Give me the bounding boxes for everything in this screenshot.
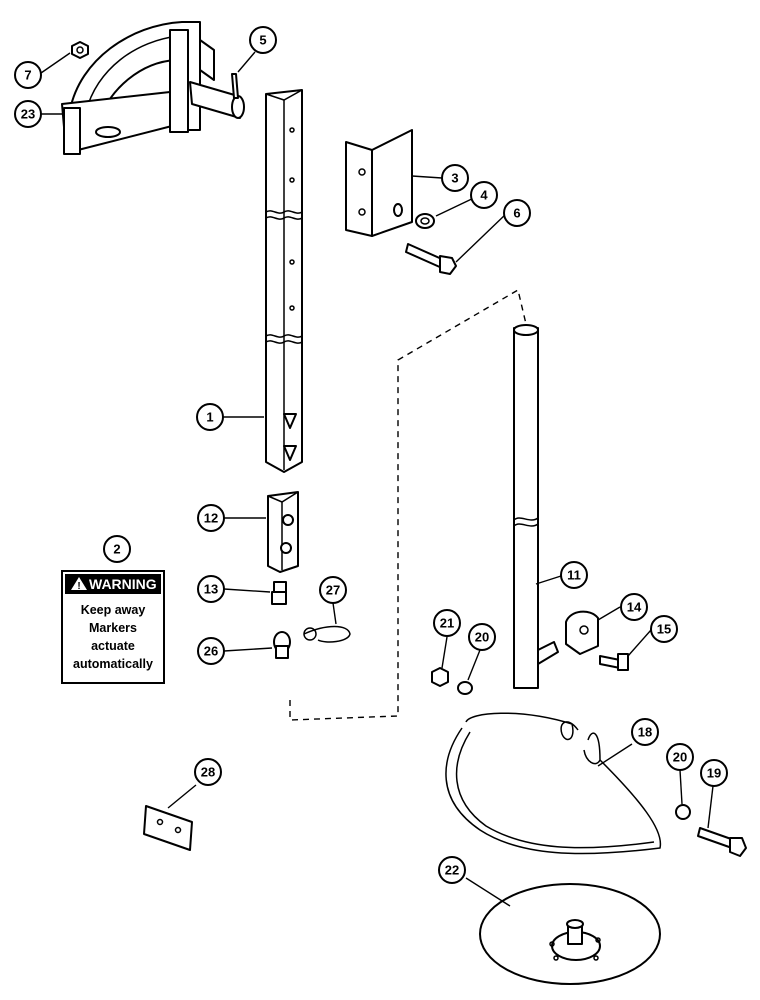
svg-text:4: 4 bbox=[480, 188, 488, 203]
warning-line-1: Keep away bbox=[81, 603, 146, 617]
callout-4: 4 bbox=[470, 181, 498, 209]
cotter-pin-5-part bbox=[231, 73, 239, 99]
callout-26: 26 bbox=[197, 637, 225, 665]
svg-text:20: 20 bbox=[673, 750, 687, 765]
warning-decal: ! WARNING Keep away Markers actuate auto… bbox=[61, 570, 165, 684]
callout-13: 13 bbox=[197, 575, 225, 603]
svg-text:14: 14 bbox=[627, 600, 642, 615]
svg-text:21: 21 bbox=[440, 616, 454, 631]
leader-lines bbox=[40, 51, 714, 907]
svg-text:3: 3 bbox=[451, 171, 458, 186]
rod-part bbox=[513, 324, 559, 689]
callout-7: 7 bbox=[14, 61, 42, 89]
angle-bracket-part bbox=[345, 129, 413, 237]
warning-line-4: automatically bbox=[73, 657, 153, 671]
svg-text:6: 6 bbox=[513, 206, 520, 221]
warning-line-2: Markers bbox=[89, 621, 137, 635]
svg-text:12: 12 bbox=[204, 511, 218, 526]
marker-tube-part bbox=[265, 89, 303, 473]
bolt-19-part bbox=[697, 827, 747, 857]
svg-text:27: 27 bbox=[326, 583, 340, 598]
svg-text:23: 23 bbox=[21, 107, 35, 122]
callout-19: 19 bbox=[700, 759, 728, 787]
hairpin-27-part bbox=[303, 625, 351, 643]
callout-21: 21 bbox=[433, 609, 461, 637]
svg-text:28: 28 bbox=[201, 765, 215, 780]
arc-bracket-part bbox=[61, 21, 245, 155]
callout-23: 23 bbox=[14, 100, 42, 128]
guide-block-part bbox=[267, 491, 299, 573]
svg-text:20: 20 bbox=[475, 630, 489, 645]
svg-text:26: 26 bbox=[204, 644, 218, 659]
callout-20b: 20 bbox=[666, 743, 694, 771]
svg-text:18: 18 bbox=[638, 725, 652, 740]
callout-20a: 20 bbox=[468, 623, 496, 651]
callout-14: 14 bbox=[620, 593, 648, 621]
svg-text:13: 13 bbox=[204, 582, 218, 597]
washer-4-part bbox=[415, 213, 435, 229]
plate-part bbox=[143, 805, 193, 851]
svg-text:22: 22 bbox=[445, 863, 459, 878]
washer-20a-part bbox=[457, 681, 473, 695]
callout-3: 3 bbox=[441, 164, 469, 192]
callout-2: 2 bbox=[103, 535, 131, 563]
svg-text:1: 1 bbox=[206, 410, 213, 425]
warning-heading: WARNING bbox=[89, 576, 157, 592]
bolt-6-part bbox=[405, 243, 457, 275]
callout-15: 15 bbox=[650, 615, 678, 643]
callout-27: 27 bbox=[319, 576, 347, 604]
setscrew-13-part bbox=[271, 581, 287, 605]
nut-21-part bbox=[431, 667, 449, 687]
svg-text:7: 7 bbox=[24, 68, 31, 83]
hex-nut-7-part bbox=[71, 41, 89, 59]
svg-text:11: 11 bbox=[567, 568, 581, 583]
callout-11: 11 bbox=[560, 561, 588, 589]
disc-part bbox=[479, 883, 661, 985]
callout-28: 28 bbox=[194, 758, 222, 786]
pin-26-part bbox=[273, 631, 291, 659]
clamp-14-part bbox=[565, 610, 599, 655]
svg-text:15: 15 bbox=[657, 622, 671, 637]
callout-6: 6 bbox=[503, 199, 531, 227]
svg-text:2: 2 bbox=[113, 542, 120, 557]
wire-loop-part bbox=[445, 712, 662, 855]
callout-12: 12 bbox=[197, 504, 225, 532]
warning-line-3: actuate bbox=[91, 639, 135, 653]
callout-5: 5 bbox=[249, 26, 277, 54]
callout-1: 1 bbox=[196, 403, 224, 431]
assembly-path-line bbox=[289, 288, 527, 721]
svg-text:5: 5 bbox=[259, 33, 266, 48]
washer-20b-part bbox=[675, 804, 691, 820]
svg-text:19: 19 bbox=[707, 766, 721, 781]
callout-22: 22 bbox=[438, 856, 466, 884]
svg-text:!: ! bbox=[77, 581, 80, 592]
bolt-15-part bbox=[599, 653, 629, 671]
warning-triangle-icon bbox=[71, 577, 87, 590]
callout-18: 18 bbox=[631, 718, 659, 746]
